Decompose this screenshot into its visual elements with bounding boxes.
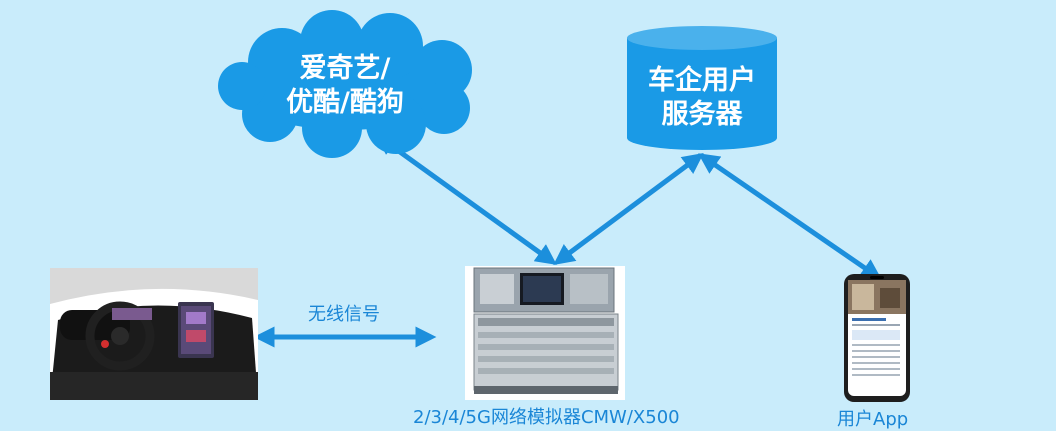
edge-cloud-simulator [375,134,557,265]
cloud-label-line1: 爱奇艺/ [299,53,391,84]
wireless-signal-label: 无线信号 [308,304,380,325]
smartphone-app-photo [844,274,910,402]
cloud-label: 爱奇艺/ 优酷/酷狗 [255,52,435,120]
server-label-line2: 服务器 [661,99,743,130]
network-simulator-photo [465,266,625,400]
car-dashboard-photo [50,268,258,400]
simulator-label: 2/3/4/5G网络模拟器CMW/X500 [413,407,680,428]
cloud-label-line2: 优酷/酷狗 [286,87,404,118]
edge-server-simulator [553,152,704,266]
server-label-line1: 车企用户 [648,65,756,96]
server-cylinder-node [627,26,777,150]
phone-label: 用户App [837,409,909,430]
server-label: 车企用户 服务器 [627,64,777,132]
cloud-node [218,10,472,158]
edge-server-phone [698,153,882,280]
